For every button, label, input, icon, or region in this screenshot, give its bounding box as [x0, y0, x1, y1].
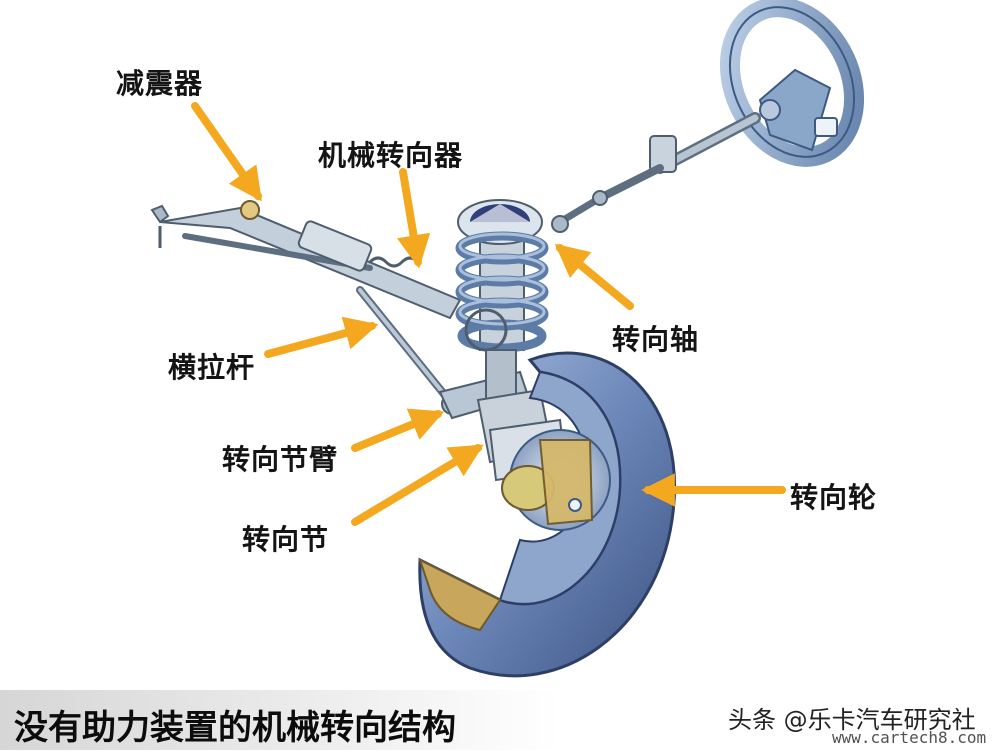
tire-icon — [418, 351, 677, 678]
arrow-knuckle — [351, 444, 484, 526]
steering-shaft-icon — [551, 112, 761, 233]
arrow-tie-rod — [264, 316, 379, 358]
credit-text: 头条 @乐卡汽车研究社 — [728, 706, 976, 734]
arrow-shock-absorber — [191, 102, 262, 202]
watermark-text: www.cartech8.com — [832, 728, 987, 747]
label-tie-rod: 横拉杆 — [168, 351, 256, 384]
label-steering-shaft: 转向轴 — [612, 323, 700, 356]
label-knuckle: 转向节 — [242, 523, 330, 556]
steering-gear-icon — [150, 200, 462, 320]
label-steering-gear: 机械转向器 — [318, 139, 464, 172]
arrow-steering-gear — [397, 168, 431, 269]
arrow-knuckle-arm — [351, 408, 445, 452]
arrow-steering-shaft — [554, 243, 634, 310]
caption-background — [0, 690, 560, 750]
steering-wheel-icon — [719, 0, 865, 167]
caption: 没有助力装置的机械转向结构 — [14, 708, 456, 748]
label-steering-wheel-tire: 转向轮 — [790, 481, 878, 514]
coil-spring-icon — [455, 199, 549, 411]
label-shock-absorber: 减震器 — [116, 67, 204, 100]
label-knuckle-arm: 转向节臂 — [222, 443, 339, 476]
